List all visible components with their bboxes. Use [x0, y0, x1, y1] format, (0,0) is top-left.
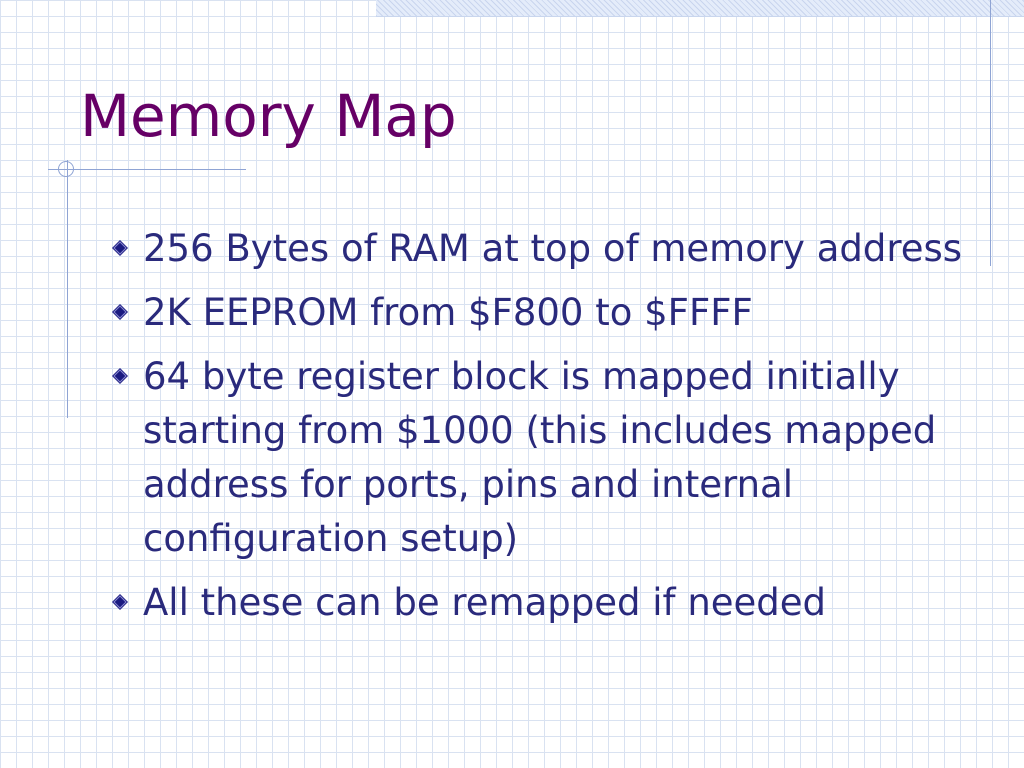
- bullet-item: All these can be remapped if needed: [108, 576, 978, 630]
- diamond-bullet-icon: [112, 594, 128, 610]
- bullet-list: 256 Bytes of RAM at top of memory addres…: [108, 222, 978, 640]
- bullet-text: 256 Bytes of RAM at top of memory addres…: [143, 227, 963, 270]
- slide-title: Memory Map: [80, 82, 457, 150]
- diamond-bullet-icon: [112, 304, 128, 320]
- bullet-item: 256 Bytes of RAM at top of memory addres…: [108, 222, 978, 276]
- bullet-text: 2K EEPROM from $F800 to $FFFF: [143, 291, 753, 334]
- bullet-item: 64 byte register block is mapped initial…: [108, 350, 978, 566]
- bullet-text: All these can be remapped if needed: [143, 581, 827, 624]
- diamond-bullet-icon: [112, 368, 128, 384]
- diamond-bullet-icon: [112, 240, 128, 256]
- bullet-item: 2K EEPROM from $F800 to $FFFF: [108, 286, 978, 340]
- bullet-text: 64 byte register block is mapped initial…: [143, 355, 937, 560]
- top-decorative-band: [376, 0, 1024, 17]
- left-vertical-rule: [67, 160, 68, 418]
- right-vertical-rule: [990, 0, 991, 266]
- title-underline-rule: [48, 169, 246, 170]
- corner-ring-ornament: [58, 161, 74, 177]
